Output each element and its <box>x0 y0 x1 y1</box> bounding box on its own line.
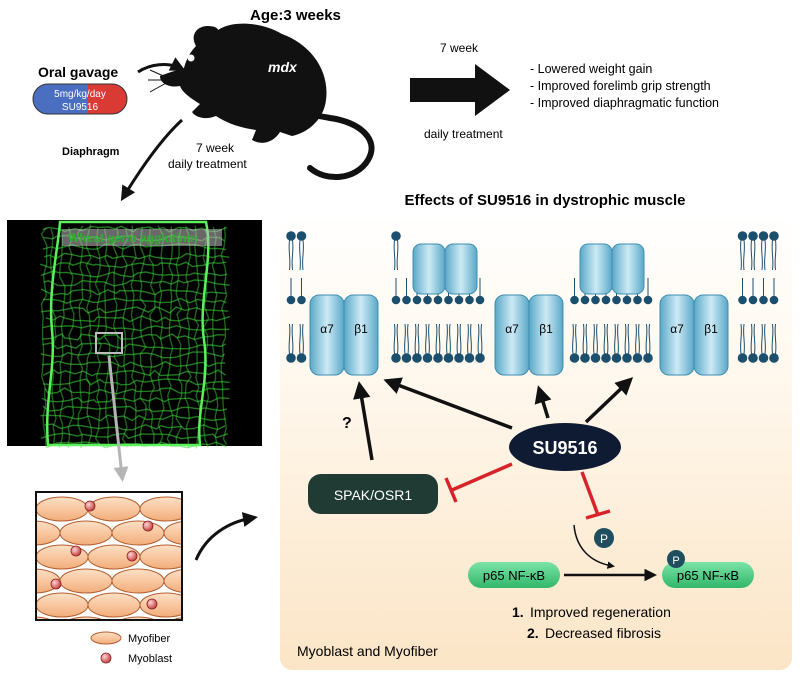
zoom-box <box>95 332 123 354</box>
inhibition-arrows <box>444 462 611 520</box>
mouse-strain-label: mdx <box>268 59 298 75</box>
oral-gavage-label: Oral gavage <box>38 64 118 80</box>
nfkb-inactive-label: p65 NF-κB <box>483 568 545 583</box>
schematic-arrow <box>194 512 258 561</box>
activation-arrows <box>353 377 634 461</box>
phosphate-icon <box>594 528 614 548</box>
integrin-beta-label: β1 <box>354 322 368 336</box>
phosphorylation-arc <box>573 524 615 569</box>
integrin-3: α7 β1 <box>659 294 729 376</box>
dose-drug: SU9516 <box>62 102 99 113</box>
outcome-grip: - Improved forelimb grip strength <box>530 79 711 93</box>
dose-capsule: 5mg/kg/day SU9516 <box>32 83 128 115</box>
treatment-duration-label: 7 week <box>440 41 479 55</box>
dose-amount: 5mg/kg/day <box>54 89 106 100</box>
su9516-node <box>509 423 621 471</box>
membrane-channel-proteins <box>412 243 645 295</box>
diaphragm-label: Diaphragm <box>62 146 120 158</box>
su9516-label: SU9516 <box>532 438 597 458</box>
outcome-weight: - Lowered weight gain <box>530 62 652 76</box>
integrin-1: α7 β1 <box>309 294 379 376</box>
legend: Myofiber Myoblast <box>90 631 172 665</box>
spak-label: SPAK/OSR1 <box>334 487 413 503</box>
outcome-1: Improved regeneration <box>530 604 671 620</box>
nfkb-inactive <box>468 562 560 588</box>
myoblast-legend-label: Myoblast <box>128 653 172 665</box>
age-label: Age:3 weeks <box>250 7 341 24</box>
integrin-beta-label: β1 <box>539 322 553 336</box>
integrin-2: α7 β1 <box>494 294 564 376</box>
diaphragm-duration: 7 week <box>196 141 235 155</box>
diaphragm-frequency: daily treatment <box>168 157 247 171</box>
outcome-1-number: 1. <box>512 604 524 620</box>
phosphate-label: P <box>672 555 679 567</box>
diaphragm-arrow <box>120 118 184 202</box>
mouse-icon: mdx <box>148 23 375 181</box>
myofiber-legend-label: Myofiber <box>128 633 171 645</box>
myofiber-legend-icon <box>90 631 122 645</box>
wga-stain-label: Wheat germ agglutinin <box>68 231 197 245</box>
outcome-2: Decreased fibrosis <box>545 625 661 641</box>
phosphate-label: P <box>600 532 608 546</box>
outcome-diaphragm: - Improved diaphragmatic function <box>530 96 719 110</box>
unknown-link-mark: ? <box>342 415 352 432</box>
myofiber-schematic <box>35 491 183 621</box>
integrin-alpha-label: α7 <box>320 322 334 336</box>
myoblast-legend-icon <box>100 652 112 664</box>
nfkb-phospho-label: p65 NF-κB <box>677 568 739 583</box>
spak-node <box>308 474 438 514</box>
panel-title: Effects of SU9516 in dystrophic muscle <box>405 192 686 209</box>
integrin-alpha-label: α7 <box>505 322 519 336</box>
nfkb-phospho <box>662 562 754 588</box>
outcome-2-number: 2. <box>527 625 539 641</box>
zoom-arrow <box>107 355 129 482</box>
phosphate-icon <box>667 550 685 568</box>
integrin-alpha-label: α7 <box>670 322 684 336</box>
treatment-arrow <box>410 64 510 116</box>
panel-footer: Myoblast and Myofiber <box>297 643 438 659</box>
treatment-frequency-label: daily treatment <box>424 127 503 141</box>
gavage-arrow <box>137 57 186 74</box>
wga-micrograph: Wheat germ agglutinin <box>7 220 262 449</box>
integrin-beta-label: β1 <box>704 322 718 336</box>
lipid-bilayer <box>286 231 779 363</box>
